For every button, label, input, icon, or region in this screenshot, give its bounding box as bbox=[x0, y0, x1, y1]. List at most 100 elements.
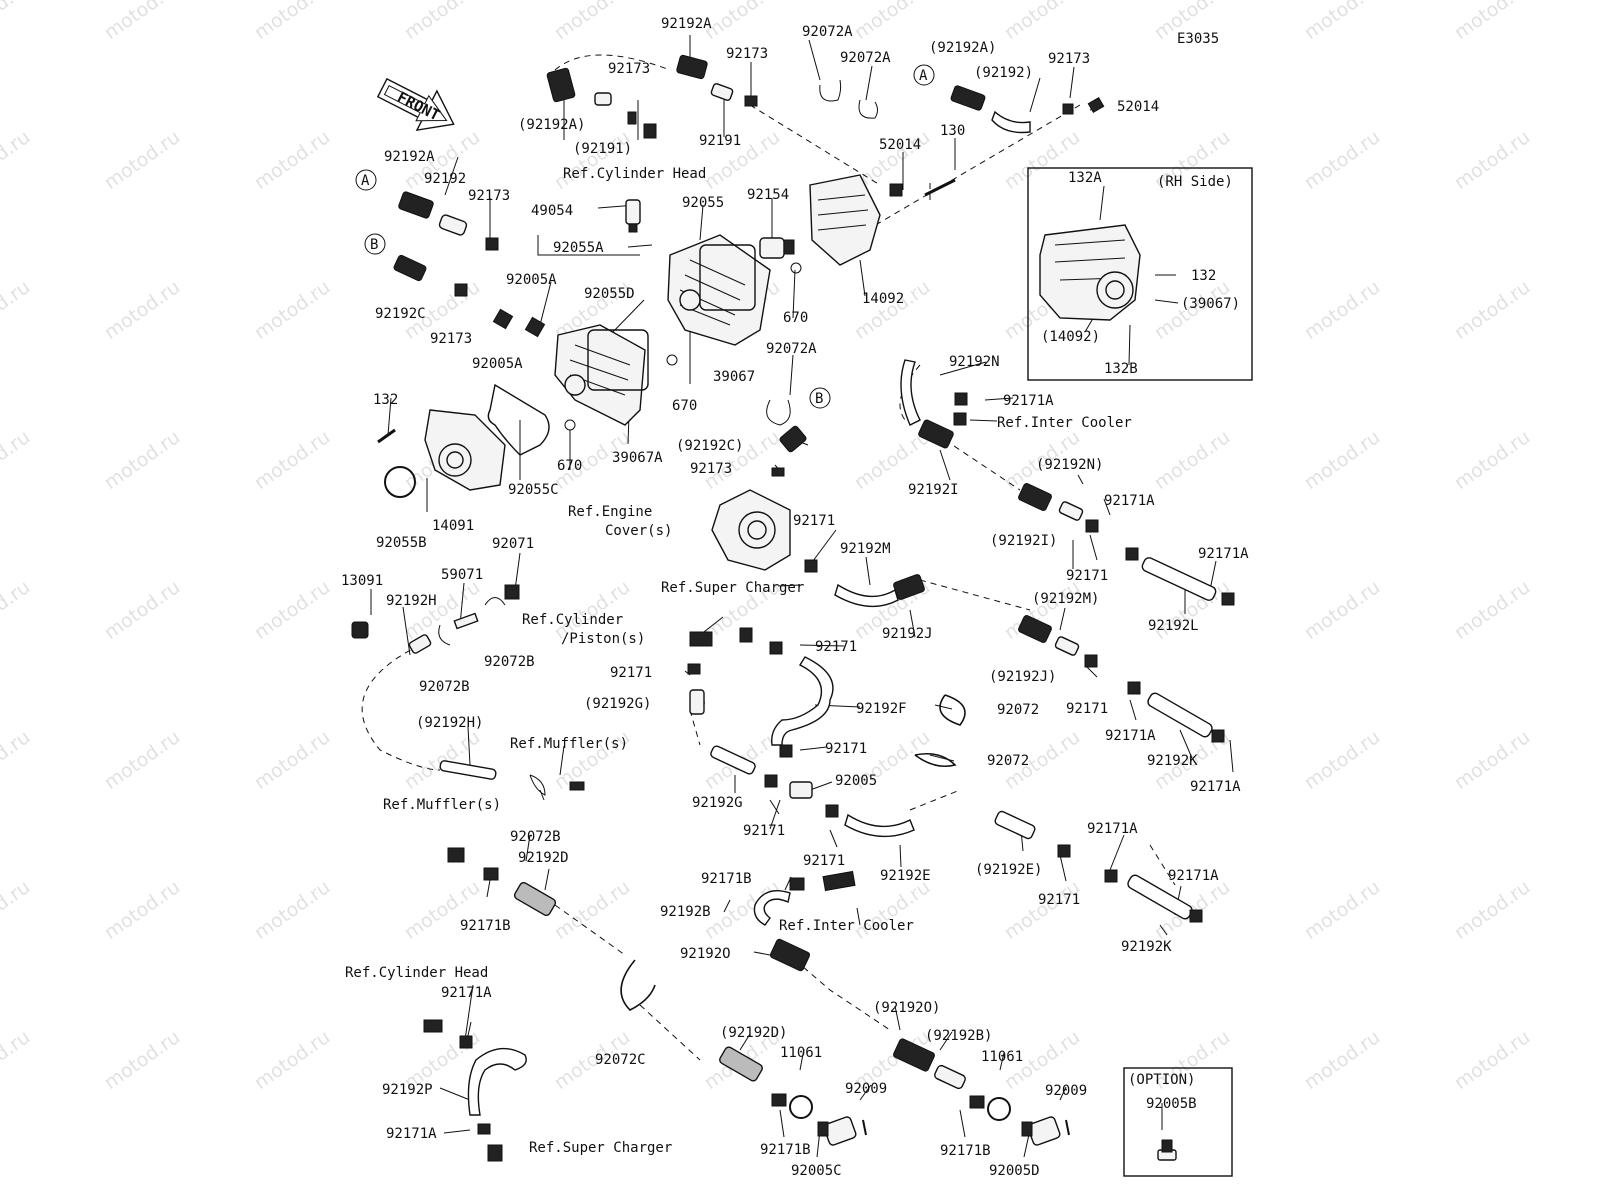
part-label: 92192 bbox=[424, 171, 466, 187]
part-label: (92192O) bbox=[873, 1000, 940, 1016]
front-arrow-icon: FRONT bbox=[376, 77, 455, 132]
oring-670-b bbox=[666, 354, 678, 366]
clip-92171-e bbox=[779, 744, 793, 758]
part-label: 92171A bbox=[1105, 728, 1156, 744]
watermark-text: motod.ru bbox=[1450, 726, 1534, 794]
part-label: 92055C bbox=[508, 482, 559, 498]
bolt-92009-a bbox=[862, 1119, 867, 1136]
tee-92005 bbox=[789, 781, 813, 799]
clip-92171B-c bbox=[771, 1093, 787, 1107]
part-label: 92171A bbox=[1190, 779, 1241, 795]
hose-92192N bbox=[900, 359, 921, 426]
part-label: 39067A bbox=[612, 450, 663, 466]
option-box: (OPTION) 92005B bbox=[1123, 1067, 1233, 1177]
clip-92173-c bbox=[1062, 103, 1074, 115]
clip-92171A-a bbox=[954, 392, 968, 406]
part-label: 92055B bbox=[376, 535, 427, 551]
watermark-text: motod.ru bbox=[100, 876, 184, 944]
plug-92005B bbox=[1157, 1139, 1177, 1161]
clip-92173-e bbox=[454, 283, 468, 297]
part-label: 670 bbox=[672, 398, 697, 414]
part-label: 92191 bbox=[699, 133, 741, 149]
part-label: 92072B bbox=[419, 679, 470, 695]
part-label: 92072A bbox=[802, 24, 853, 40]
part-label: 92173 bbox=[468, 188, 510, 204]
fitting-92005A-b bbox=[524, 316, 546, 338]
ref-label: Ref.Engine bbox=[568, 504, 652, 520]
sleeve-92192D-a bbox=[513, 881, 557, 917]
part-label: 14092 bbox=[862, 291, 904, 307]
pipe-92192L bbox=[1141, 557, 1217, 601]
part-label: 92055D bbox=[584, 286, 635, 302]
part-label: 92171A bbox=[1168, 868, 1219, 884]
clip-92072B-a bbox=[438, 624, 451, 646]
part-label: 92192J bbox=[882, 626, 933, 642]
marker-circle bbox=[809, 387, 831, 409]
part-label: 132 bbox=[373, 392, 398, 408]
ref-label: Ref.Cylinder Head bbox=[563, 166, 706, 182]
watermark-text: motod.ru bbox=[1300, 426, 1384, 494]
part-label: (92192I) bbox=[990, 533, 1057, 549]
watermark-text: motod.ru bbox=[400, 726, 484, 794]
clamp-92072C bbox=[620, 959, 656, 1011]
gasket-92055 bbox=[699, 244, 756, 311]
part-label: 92072 bbox=[997, 702, 1039, 718]
spring-92192I-a bbox=[918, 419, 954, 449]
watermark-text: motod.ru bbox=[400, 576, 484, 644]
watermark-text: motod.ru bbox=[1000, 876, 1084, 944]
inset-title: (RH Side) bbox=[1157, 174, 1233, 190]
oring-92055B bbox=[384, 466, 416, 498]
ref-label: Ref.Muffler(s) bbox=[510, 736, 628, 752]
part-label: 92072A bbox=[766, 341, 817, 357]
fitting-92071 bbox=[504, 584, 520, 600]
part-label: 92171 bbox=[610, 665, 652, 681]
part-label: (92192A) bbox=[929, 40, 996, 56]
part-label: 52014 bbox=[1117, 99, 1159, 115]
clip-92171A-c bbox=[1221, 592, 1235, 606]
part-label: 92005C bbox=[791, 1163, 842, 1179]
part-label: (92192A) bbox=[518, 117, 585, 133]
pipe-92192H-a bbox=[408, 634, 432, 654]
watermark-text: motod.ru bbox=[1300, 876, 1384, 944]
hose-92192E bbox=[844, 813, 915, 838]
bolt-ref-cylinder-head bbox=[643, 123, 657, 139]
fitting-52014-mid bbox=[889, 183, 903, 197]
part-label: 92171 bbox=[803, 853, 845, 869]
part-label: 92173 bbox=[1048, 51, 1090, 67]
watermark-text: motod.ru bbox=[100, 0, 184, 44]
watermark-text: motod.ru bbox=[400, 0, 484, 44]
gasket-11061-a bbox=[789, 1095, 813, 1119]
part-label: 92173 bbox=[726, 46, 768, 62]
pipe-92192N bbox=[1058, 501, 1084, 521]
watermark-text: motod.ru bbox=[100, 426, 184, 494]
part-label: 92192I bbox=[908, 482, 959, 498]
part-label: 92171 bbox=[1066, 568, 1108, 584]
fitting-ref-inter-cooler bbox=[953, 412, 967, 426]
clip-92171A-f bbox=[1104, 869, 1118, 883]
ref-label: Ref.Cylinder bbox=[522, 612, 623, 628]
part-label: 92072 bbox=[987, 753, 1029, 769]
part-label: 132 bbox=[1191, 268, 1216, 284]
marker-circle bbox=[913, 64, 935, 86]
part-label: 92171 bbox=[825, 741, 867, 757]
part-label: 92192P bbox=[382, 1082, 433, 1098]
part-label: 92192N bbox=[949, 354, 1000, 370]
oring-670-a bbox=[790, 262, 802, 274]
gasket-92055D bbox=[587, 329, 649, 391]
pipe-92192G-b bbox=[710, 745, 756, 775]
part-label: 92192O bbox=[680, 946, 731, 962]
part-label: 52014 bbox=[879, 137, 921, 153]
part-label: 92192C bbox=[375, 306, 426, 322]
part-label: 92192A bbox=[661, 16, 712, 32]
marker-b-mid: B bbox=[815, 391, 823, 407]
pipe-92192G-a bbox=[689, 689, 705, 715]
watermark-text: motod.ru bbox=[250, 276, 334, 344]
part-label: 92072C bbox=[595, 1052, 646, 1068]
watermark-text: motod.ru bbox=[250, 876, 334, 944]
spring-92192O-b bbox=[893, 1038, 935, 1072]
fitting-ref-super-charger-b bbox=[487, 1144, 503, 1162]
part-label: 92192B bbox=[660, 904, 711, 920]
watermark-text: motod.ru bbox=[0, 576, 34, 644]
part-label: (92192N) bbox=[1036, 457, 1103, 473]
